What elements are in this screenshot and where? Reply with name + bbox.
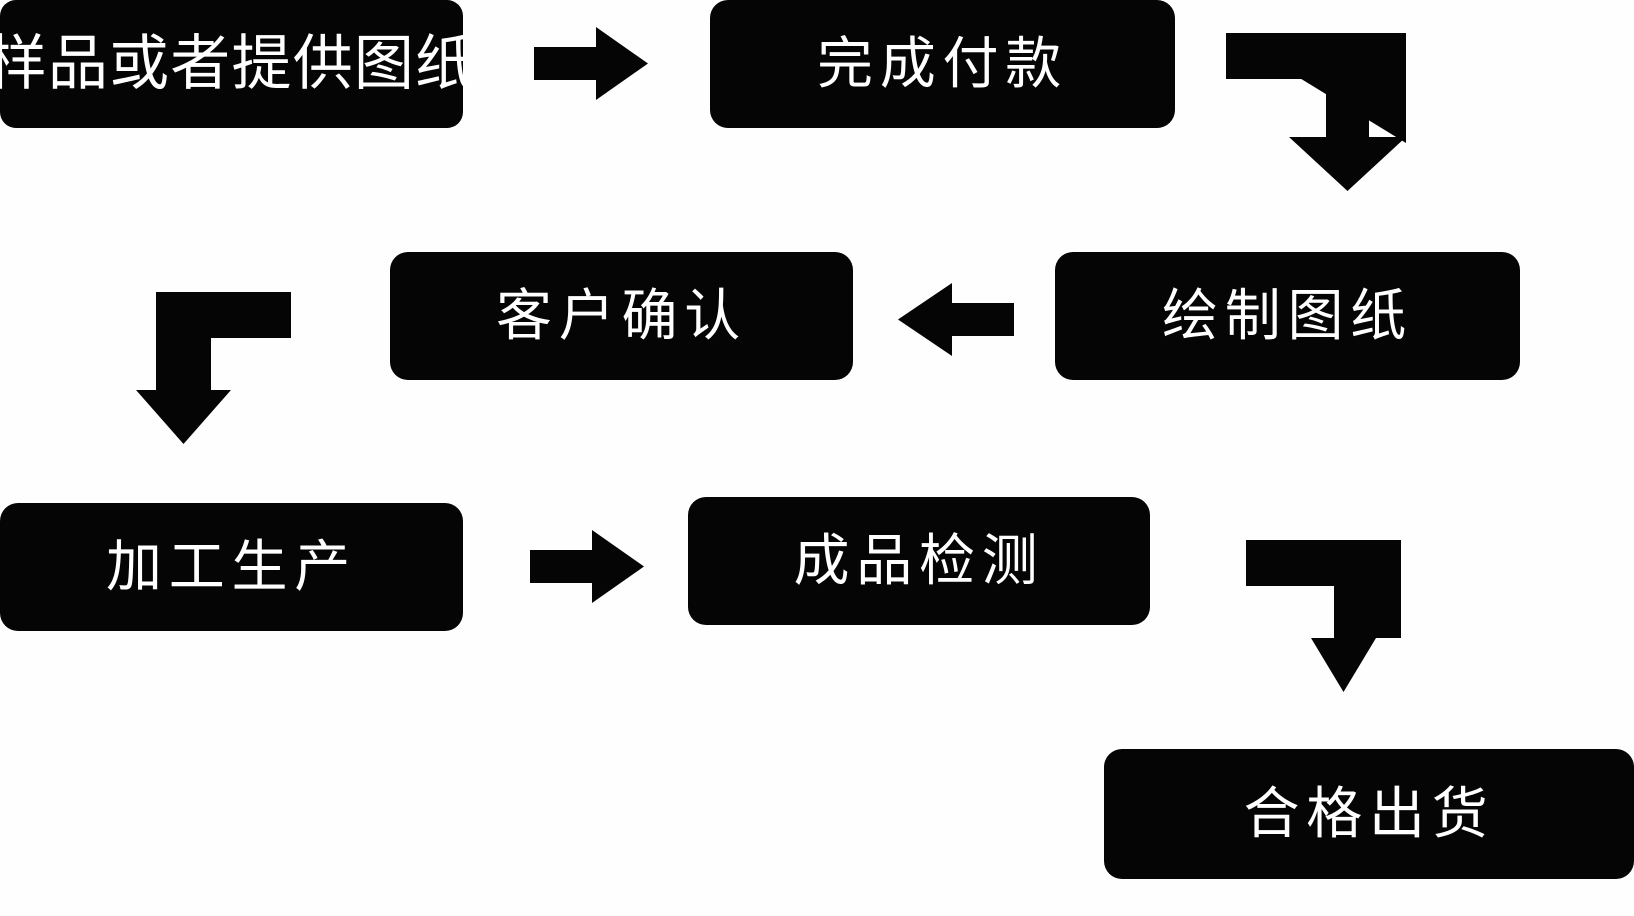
arrow-right-production-to-inspection-icon: [530, 530, 644, 603]
node-payment[interactable]: 完成付款: [710, 0, 1175, 128]
node-payment-label: 完成付款: [817, 32, 1068, 95]
node-inspection-label: 成品检测: [793, 529, 1045, 592]
node-drawing[interactable]: 绘制图纸: [1055, 252, 1520, 380]
node-sample-label: 样品或者提供图纸: [0, 30, 477, 97]
node-inspection[interactable]: 成品检测: [688, 497, 1150, 625]
node-drawing-label: 绘制图纸: [1162, 284, 1413, 347]
node-confirm[interactable]: 客户确认: [390, 252, 853, 380]
node-production-label: 加工生产: [106, 535, 357, 598]
node-confirm-label: 客户确认: [496, 284, 747, 347]
arrow-right-sample-to-payment-icon: [534, 27, 648, 100]
node-shipping[interactable]: 合格出货: [1104, 749, 1634, 879]
arrow-elbow-payment-to-drawing-icon: [1226, 33, 1406, 191]
node-sample[interactable]: 样品或者提供图纸: [0, 0, 475, 128]
node-shipping-label: 合格出货: [1243, 782, 1495, 845]
arrow-left-drawing-to-confirm-icon: [898, 283, 1014, 356]
arrow-elbow-inspection-to-shipping-icon: [1246, 540, 1401, 692]
arrow-elbow-confirm-to-production-icon: [136, 292, 291, 444]
node-production[interactable]: 加工生产: [0, 503, 463, 631]
